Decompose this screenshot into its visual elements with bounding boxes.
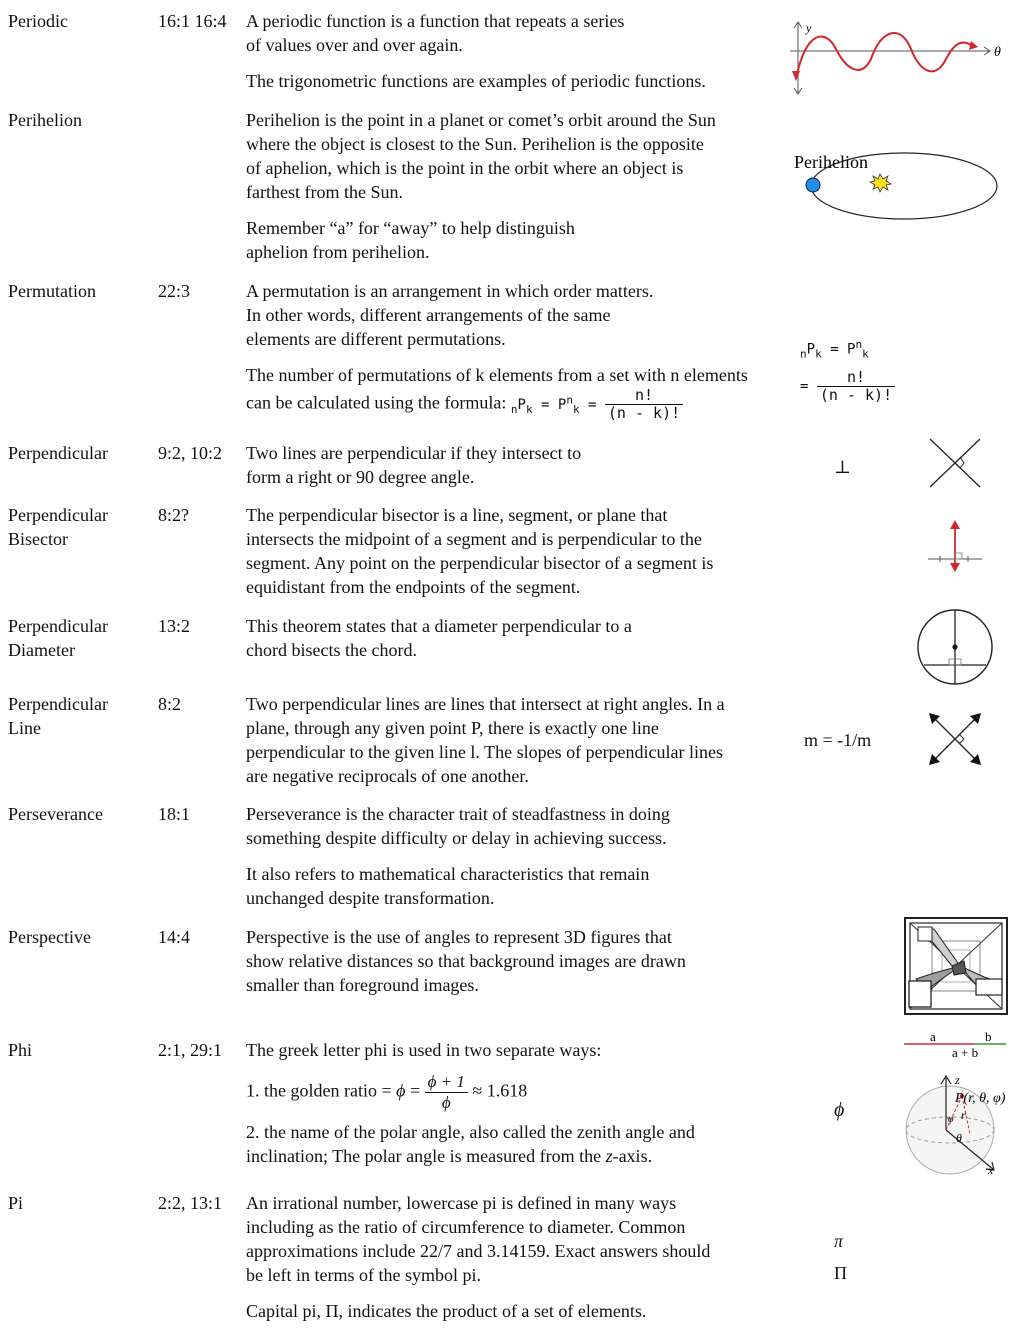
reference: 8:2 xyxy=(158,694,182,714)
perpendicular-bisector-illustration xyxy=(928,520,982,572)
definition-paragraph: A permutation is an arrangement in which… xyxy=(246,281,654,349)
lowercase-pi-symbol: π xyxy=(834,1231,844,1251)
term: Permutation xyxy=(8,281,96,301)
reference: 14:4 xyxy=(158,927,191,947)
definition-paragraph: Perseverance is the character trait of s… xyxy=(246,804,670,848)
spherical-coordinates-illustration: z x P(r, θ, φ) r θ φ xyxy=(905,1073,1006,1177)
radius-label: r xyxy=(961,1108,966,1122)
reference: 2:1, 29:1 xyxy=(158,1040,223,1060)
polar-angle-paragraph: 2. the name of the polar angle, also cal… xyxy=(246,1122,695,1166)
golden-ratio-segment-illustration: a b a + b xyxy=(904,1030,1006,1060)
term: Perspective xyxy=(8,927,91,947)
definition-note: The trigonometric functions are examples… xyxy=(246,69,766,105)
term: Pi xyxy=(8,1193,24,1213)
definition-paragraph: The trigonometric functions are examples… xyxy=(246,71,706,91)
definition-paragraph: Perihelion is the point in a planet or c… xyxy=(246,110,716,202)
perpendicular-lines-illustration xyxy=(929,438,981,488)
definition-paragraph: Remember “a” for “away” to help distingu… xyxy=(246,218,575,262)
definition-paragraph: This theorem states that a diameter perp… xyxy=(246,616,632,660)
term: Perihelion xyxy=(8,110,82,130)
perspective-illustration xyxy=(904,917,1008,1015)
theta-axis-label: θ xyxy=(994,45,1001,60)
definition: Two perpendicular lines are lines that i… xyxy=(246,692,736,800)
theta-label: θ xyxy=(956,1131,962,1145)
formula-paragraph: The number of permutations of k elements… xyxy=(246,363,776,422)
definition-paragraph: It also refers to mathematical character… xyxy=(246,864,650,908)
term: Perseverance xyxy=(8,804,103,824)
term-line: Bisector xyxy=(8,529,68,549)
term: Perpendicular xyxy=(8,443,108,463)
reference: 2:2, 13:1 xyxy=(158,1193,223,1213)
definition-paragraph: Two lines are perpendicular if they inte… xyxy=(246,443,582,487)
term-line: Perpendicular xyxy=(8,616,108,636)
term: Periodic xyxy=(8,11,68,31)
golden-ratio-intro: 1. the golden ratio = xyxy=(246,1080,392,1101)
capital-pi-symbol: Π xyxy=(834,1263,847,1283)
y-axis-label: y xyxy=(805,21,812,35)
definition: An irrational number, lowercase pi is de… xyxy=(246,1191,726,1335)
term: Phi xyxy=(8,1040,33,1060)
perihelion-label: Perihelion xyxy=(794,152,868,172)
definition-paragraph: Perspective is the use of angles to repr… xyxy=(246,927,686,995)
definition-paragraph: The perpendicular bisector is a line, se… xyxy=(246,505,714,597)
phi-variable: ϕ xyxy=(396,1080,406,1101)
reference: 22:3 xyxy=(158,281,191,301)
segment-a-label: a xyxy=(930,1030,936,1044)
term-line: Diameter xyxy=(8,640,75,660)
definition-paragraph: An irrational number, lowercase pi is de… xyxy=(246,1193,711,1285)
reference: 9:2, 10:2 xyxy=(158,443,223,463)
segment-b-label: b xyxy=(985,1030,992,1044)
phi-angle-label: φ xyxy=(948,1114,954,1125)
x-axis-label: x xyxy=(987,1163,994,1177)
term: Perpendicular Line xyxy=(8,692,108,740)
term-line: Line xyxy=(8,718,41,738)
reference: 13:2 xyxy=(158,616,191,636)
permutation-formula-symbol: nPk = Pnk = n!(n - k)! xyxy=(800,334,896,404)
sine-wave-illustration: y θ xyxy=(790,21,1001,95)
z-axis-label: z xyxy=(954,1073,960,1087)
term: Perpendicular Bisector xyxy=(8,503,108,551)
perpendicular-lines-arrows-illustration xyxy=(929,713,981,765)
definition: This theorem states that a diameter perp… xyxy=(246,614,656,674)
golden-approximation: ≈ 1.618 xyxy=(472,1080,528,1101)
definition: Perseverance is the character trait of s… xyxy=(246,802,736,922)
definition: A permutation is an arrangement in which… xyxy=(246,279,656,363)
reference: 8:2? xyxy=(158,505,189,525)
definition-paragraph: A periodic function is a function that r… xyxy=(246,11,625,55)
perpendicular-diameter-illustration xyxy=(917,609,993,685)
slope-relation: m = -1/m xyxy=(804,730,872,750)
definition: The perpendicular bisector is a line, se… xyxy=(246,503,736,611)
definition: The greek letter phi is used in two sepa… xyxy=(246,1038,766,1074)
permutation-formula-inline: nPk = Pnk = n!(n - k)! xyxy=(511,387,684,422)
orbit-illustration: Perihelion xyxy=(794,152,998,220)
definition: A periodic function is a function that r… xyxy=(246,9,626,69)
formula-intro: The number of permutations of k elements… xyxy=(246,365,748,413)
phi-symbol: ϕ xyxy=(834,1099,845,1121)
term: Perpendicular Diameter xyxy=(8,614,108,662)
definition-paragraph: Two perpendicular lines are lines that i… xyxy=(246,694,725,786)
perpendicular-symbol: ⊥ xyxy=(834,457,851,477)
definition: Perspective is the use of angles to repr… xyxy=(246,925,706,1009)
definition-paragraph: Capital pi, Π, indicates the product of … xyxy=(246,1301,647,1321)
definition: Two lines are perpendicular if they inte… xyxy=(246,441,616,501)
definition: Perihelion is the point in a planet or c… xyxy=(246,108,716,276)
term-line: Perpendicular xyxy=(8,694,108,714)
equals-sign: = xyxy=(409,1080,421,1101)
term-line: Perpendicular xyxy=(8,505,108,525)
golden-numerator: ϕ + 1 xyxy=(424,1072,468,1093)
reference: 18:1 xyxy=(158,804,191,824)
point-label: P(r, θ, φ) xyxy=(954,1091,1006,1106)
definition-paragraph: The greek letter phi is used in two sepa… xyxy=(246,1040,602,1060)
golden-denominator: ϕ xyxy=(441,1093,451,1112)
segment-sum-label: a + b xyxy=(952,1045,978,1060)
reference: 16:1 16:4 xyxy=(158,11,227,31)
